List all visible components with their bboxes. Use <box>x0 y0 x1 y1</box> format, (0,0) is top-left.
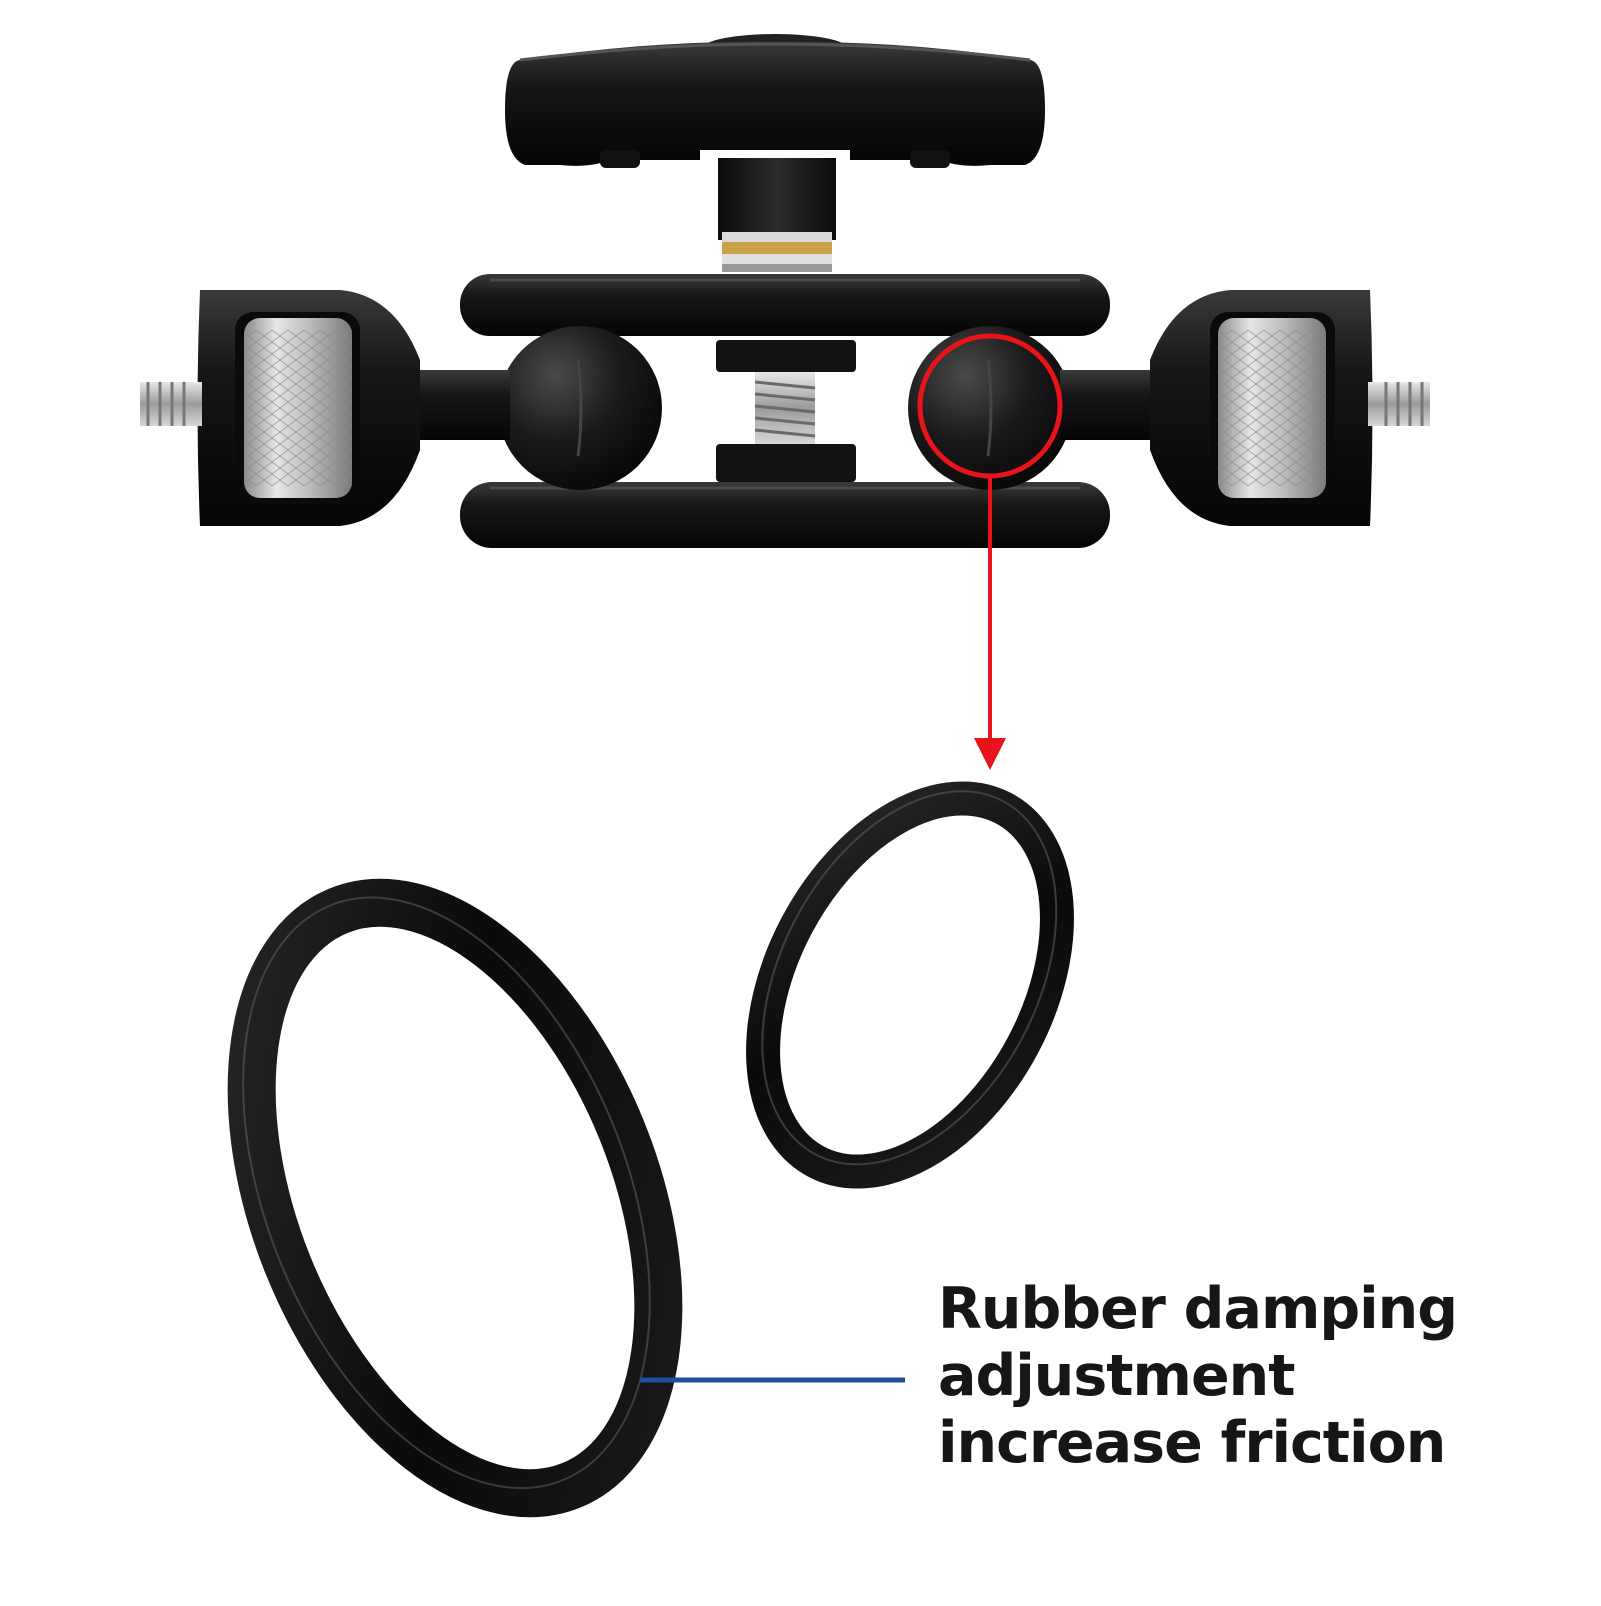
top-clamp-knob <box>505 34 1045 168</box>
small-o-ring <box>746 781 1074 1189</box>
center-post <box>718 158 836 272</box>
callout-arrow <box>974 476 1006 770</box>
caption-line-1: Rubber damping <box>938 1276 1458 1342</box>
upper-clamp-plate <box>460 274 1110 336</box>
caption-line-3: increase friction <box>938 1410 1446 1476</box>
lower-clamp-plate <box>460 482 1110 548</box>
right-arm <box>1060 290 1430 526</box>
ball-head-mount-icon <box>140 34 1430 548</box>
left-arm <box>140 290 510 526</box>
caption-line-2: adjustment <box>938 1343 1295 1409</box>
feature-caption: Rubber damping adjustment increase frict… <box>938 1276 1538 1477</box>
right-ball-joint <box>908 326 1072 490</box>
left-ball-joint <box>498 326 662 490</box>
clamp-screw <box>716 340 856 482</box>
large-o-ring <box>227 878 683 1518</box>
